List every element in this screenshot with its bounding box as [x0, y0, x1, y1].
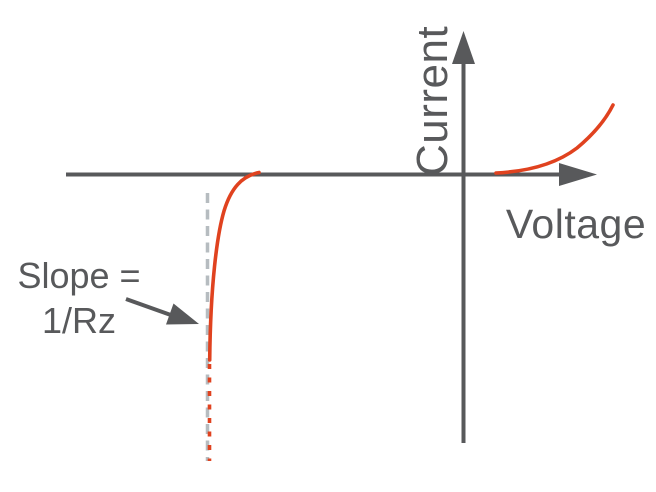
- slope-callout-arrow-shaft: [125, 297, 176, 319]
- forward-bias-curve: [494, 103, 615, 175]
- slope-annotation-line2: 1/Rz: [42, 300, 116, 341]
- slope-annotation-line1: Slope =: [17, 255, 140, 296]
- x-axis-label: Voltage: [506, 201, 646, 247]
- slope-callout-arrowhead-icon: [166, 303, 199, 325]
- y-axis-label: Current: [408, 26, 457, 176]
- zener-breakdown-curve: [207, 170, 261, 362]
- y-axis-arrowhead-icon: [452, 31, 475, 64]
- x-axis-arrowhead-icon: [559, 163, 597, 186]
